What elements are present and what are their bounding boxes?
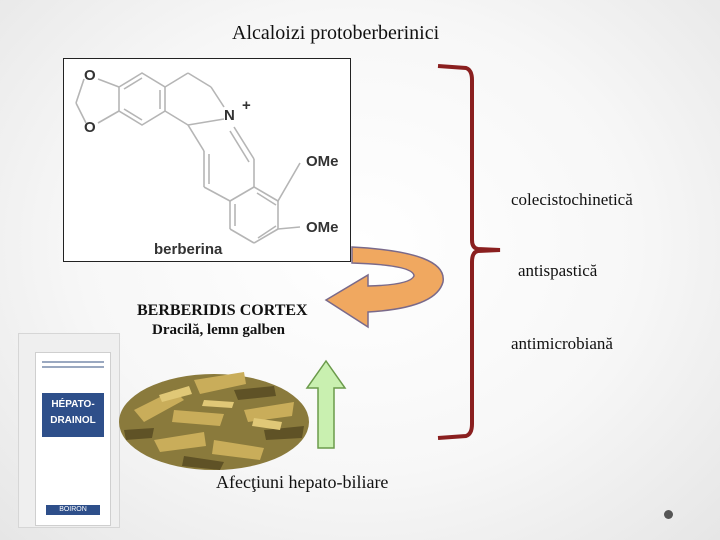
slide-title: Alcaloizi protoberberinici — [232, 22, 440, 44]
berberine-structure-panel: O O N + OMe OMe berberina — [63, 58, 351, 262]
slide-bullet-dot — [664, 510, 673, 519]
product-name-line1: HÉPATO- — [51, 399, 95, 410]
effect-cholekinetic: colecistochinetică — [511, 190, 633, 209]
curved-arrow — [324, 246, 444, 329]
effects-bracket — [437, 64, 501, 440]
compound-name: berberina — [154, 241, 223, 258]
product-box: HÉPATO- DRAINOL BOIRON — [35, 352, 111, 526]
product-brand-logo: BOIRON — [46, 505, 100, 515]
plant-latin-name: BERBERIDIS CORTEX — [137, 302, 308, 319]
oxygen-top-atom: O — [84, 67, 96, 84]
indication-text: Afecţiuni hepato-biliare — [216, 472, 389, 492]
berberine-structure-drawing — [75, 72, 301, 244]
product-name-line2: DRAINOL — [50, 415, 96, 426]
methoxy-bottom-group: OMe — [306, 219, 339, 236]
up-arrow — [305, 359, 347, 449]
methoxy-top-group: OMe — [306, 153, 339, 170]
plant-common-name: Dracilă, lemn galben — [152, 322, 285, 338]
product-label-band: HÉPATO- DRAINOL — [42, 393, 104, 437]
oxygen-bottom-atom: O — [84, 119, 96, 136]
product-stripe — [42, 366, 104, 368]
nitrogen-atom: N — [224, 107, 235, 124]
product-box-image: HÉPATO- DRAINOL BOIRON — [18, 333, 120, 528]
effect-antispasmodic: antispastică — [518, 261, 598, 280]
effect-antimicrobial: antimicrobiană — [511, 334, 613, 353]
product-stripe — [42, 361, 104, 363]
positive-charge: + — [242, 97, 251, 114]
berberis-bark-image — [119, 372, 309, 470]
